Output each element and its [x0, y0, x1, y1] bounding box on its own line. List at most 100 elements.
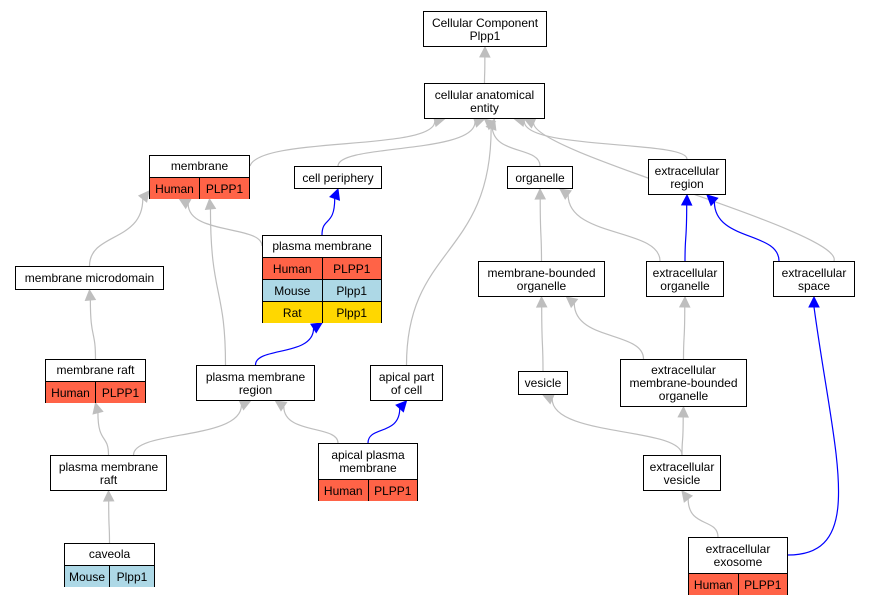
edge-arrowhead [680, 193, 693, 206]
node-label: cell periphery [302, 170, 374, 185]
edge-arrowhead [102, 489, 115, 502]
gene-cell: PLPP1 [321, 258, 381, 279]
edge-part-of [254, 328, 315, 366]
gene-cell: PLPP1 [367, 480, 417, 501]
edge-part-of [367, 408, 401, 444]
node-apc: apical part of cell [370, 365, 443, 401]
node-pmr: plasma membrane region [196, 365, 315, 401]
node-exves: extracellular vesicle [643, 455, 721, 491]
node-exspace: extracellular space [773, 261, 855, 297]
edge-is-a [523, 121, 688, 160]
edge-arrowhead [84, 288, 97, 301]
species-cell: Mouse [65, 566, 109, 587]
species-cell: Human [46, 382, 95, 403]
species-cell: Mouse [263, 280, 322, 301]
node-exmbo: extracellular membrane-bounded organelle [620, 359, 747, 407]
species-cell: Human [689, 574, 738, 595]
node-cellper: cell periphery [294, 166, 382, 189]
edge-arrowhead [681, 490, 694, 503]
edge-is-a [337, 121, 476, 167]
node-label: plasma membrane region [205, 369, 306, 397]
edge-arrowhead [479, 45, 491, 58]
node-label: membrane [170, 159, 229, 173]
node-label: Cellular Component Plpp1 [431, 15, 539, 43]
edge-is-a [132, 405, 243, 456]
node-mbo: membrane-bounded organelle [478, 261, 605, 297]
node-label: membrane-bounded organelle [487, 265, 596, 293]
edge-arrowhead [534, 187, 547, 200]
node-pmraft: plasma membrane raft [50, 455, 167, 491]
edge-is-a [89, 299, 97, 360]
gene-cell: Plpp1 [321, 280, 381, 301]
gene-cell: PLPP1 [95, 382, 145, 403]
edge-arrowhead [706, 194, 719, 207]
gene-cell: Plpp1 [109, 566, 154, 587]
edge-part-of [684, 204, 688, 262]
gene-cell: PLPP1 [737, 574, 787, 595]
edge-arrowhead [178, 198, 192, 210]
edge-is-a [283, 406, 339, 444]
edge-is-a [551, 398, 683, 456]
node-label: membrane raft [56, 363, 135, 377]
edge-arrowhead [535, 295, 548, 308]
edge-is-a [687, 498, 719, 538]
edge-arrowhead [204, 197, 217, 211]
species-cell: Human [319, 480, 368, 501]
node-label: cellular anatomical entity [434, 87, 535, 115]
node-label: extracellular region [654, 163, 720, 191]
node-cc: Cellular Component Plpp1 [423, 11, 547, 47]
node-label: apical part of cell [378, 369, 435, 397]
node-label: apical plasma membrane [331, 447, 405, 475]
edge-part-of [787, 306, 840, 556]
node-cae: cellular anatomical entity [424, 83, 545, 119]
edge-arrowhead [677, 405, 689, 418]
edge-is-a [249, 121, 436, 167]
node-label: extracellular exosome [705, 541, 771, 569]
edge-arrowhead [274, 400, 288, 412]
species-cell: Human [150, 178, 199, 199]
edge-part-of [713, 201, 780, 262]
edge-arrowhead [559, 188, 572, 200]
node-label: plasma membrane raft [58, 459, 159, 487]
edge-is-a [88, 198, 144, 267]
node-vesicle: vesicle [518, 371, 568, 395]
node-label: extracellular membrane-bounded organelle [629, 363, 738, 403]
edge-is-a [681, 416, 684, 456]
node-label: caveola [88, 547, 131, 561]
edge-is-a [108, 500, 111, 544]
edge-is-a [209, 208, 227, 366]
edge-arrowhead [678, 295, 691, 308]
species-cell: Rat [263, 302, 322, 323]
edge-arrowhead [808, 295, 820, 308]
node-label: vesicle [524, 376, 562, 390]
node-label: extracellular vesicle [649, 459, 715, 487]
species-cell: Human [263, 258, 322, 279]
node-label: extracellular space [781, 265, 847, 293]
edge-is-a [539, 198, 543, 262]
gene-cell: PLPP1 [199, 178, 249, 199]
node-label: membrane microdomain [24, 271, 155, 285]
edge-is-a [405, 128, 492, 366]
edge-is-a [491, 125, 541, 167]
edge-arrowhead [137, 190, 150, 203]
node-label: extracellular organelle [652, 265, 718, 293]
node-organelle: organelle [507, 166, 573, 189]
edge-is-a [682, 306, 686, 360]
gene-cell: Plpp1 [321, 302, 381, 323]
edge-arrowhead [485, 117, 497, 131]
edge-arrowhead [92, 401, 104, 415]
